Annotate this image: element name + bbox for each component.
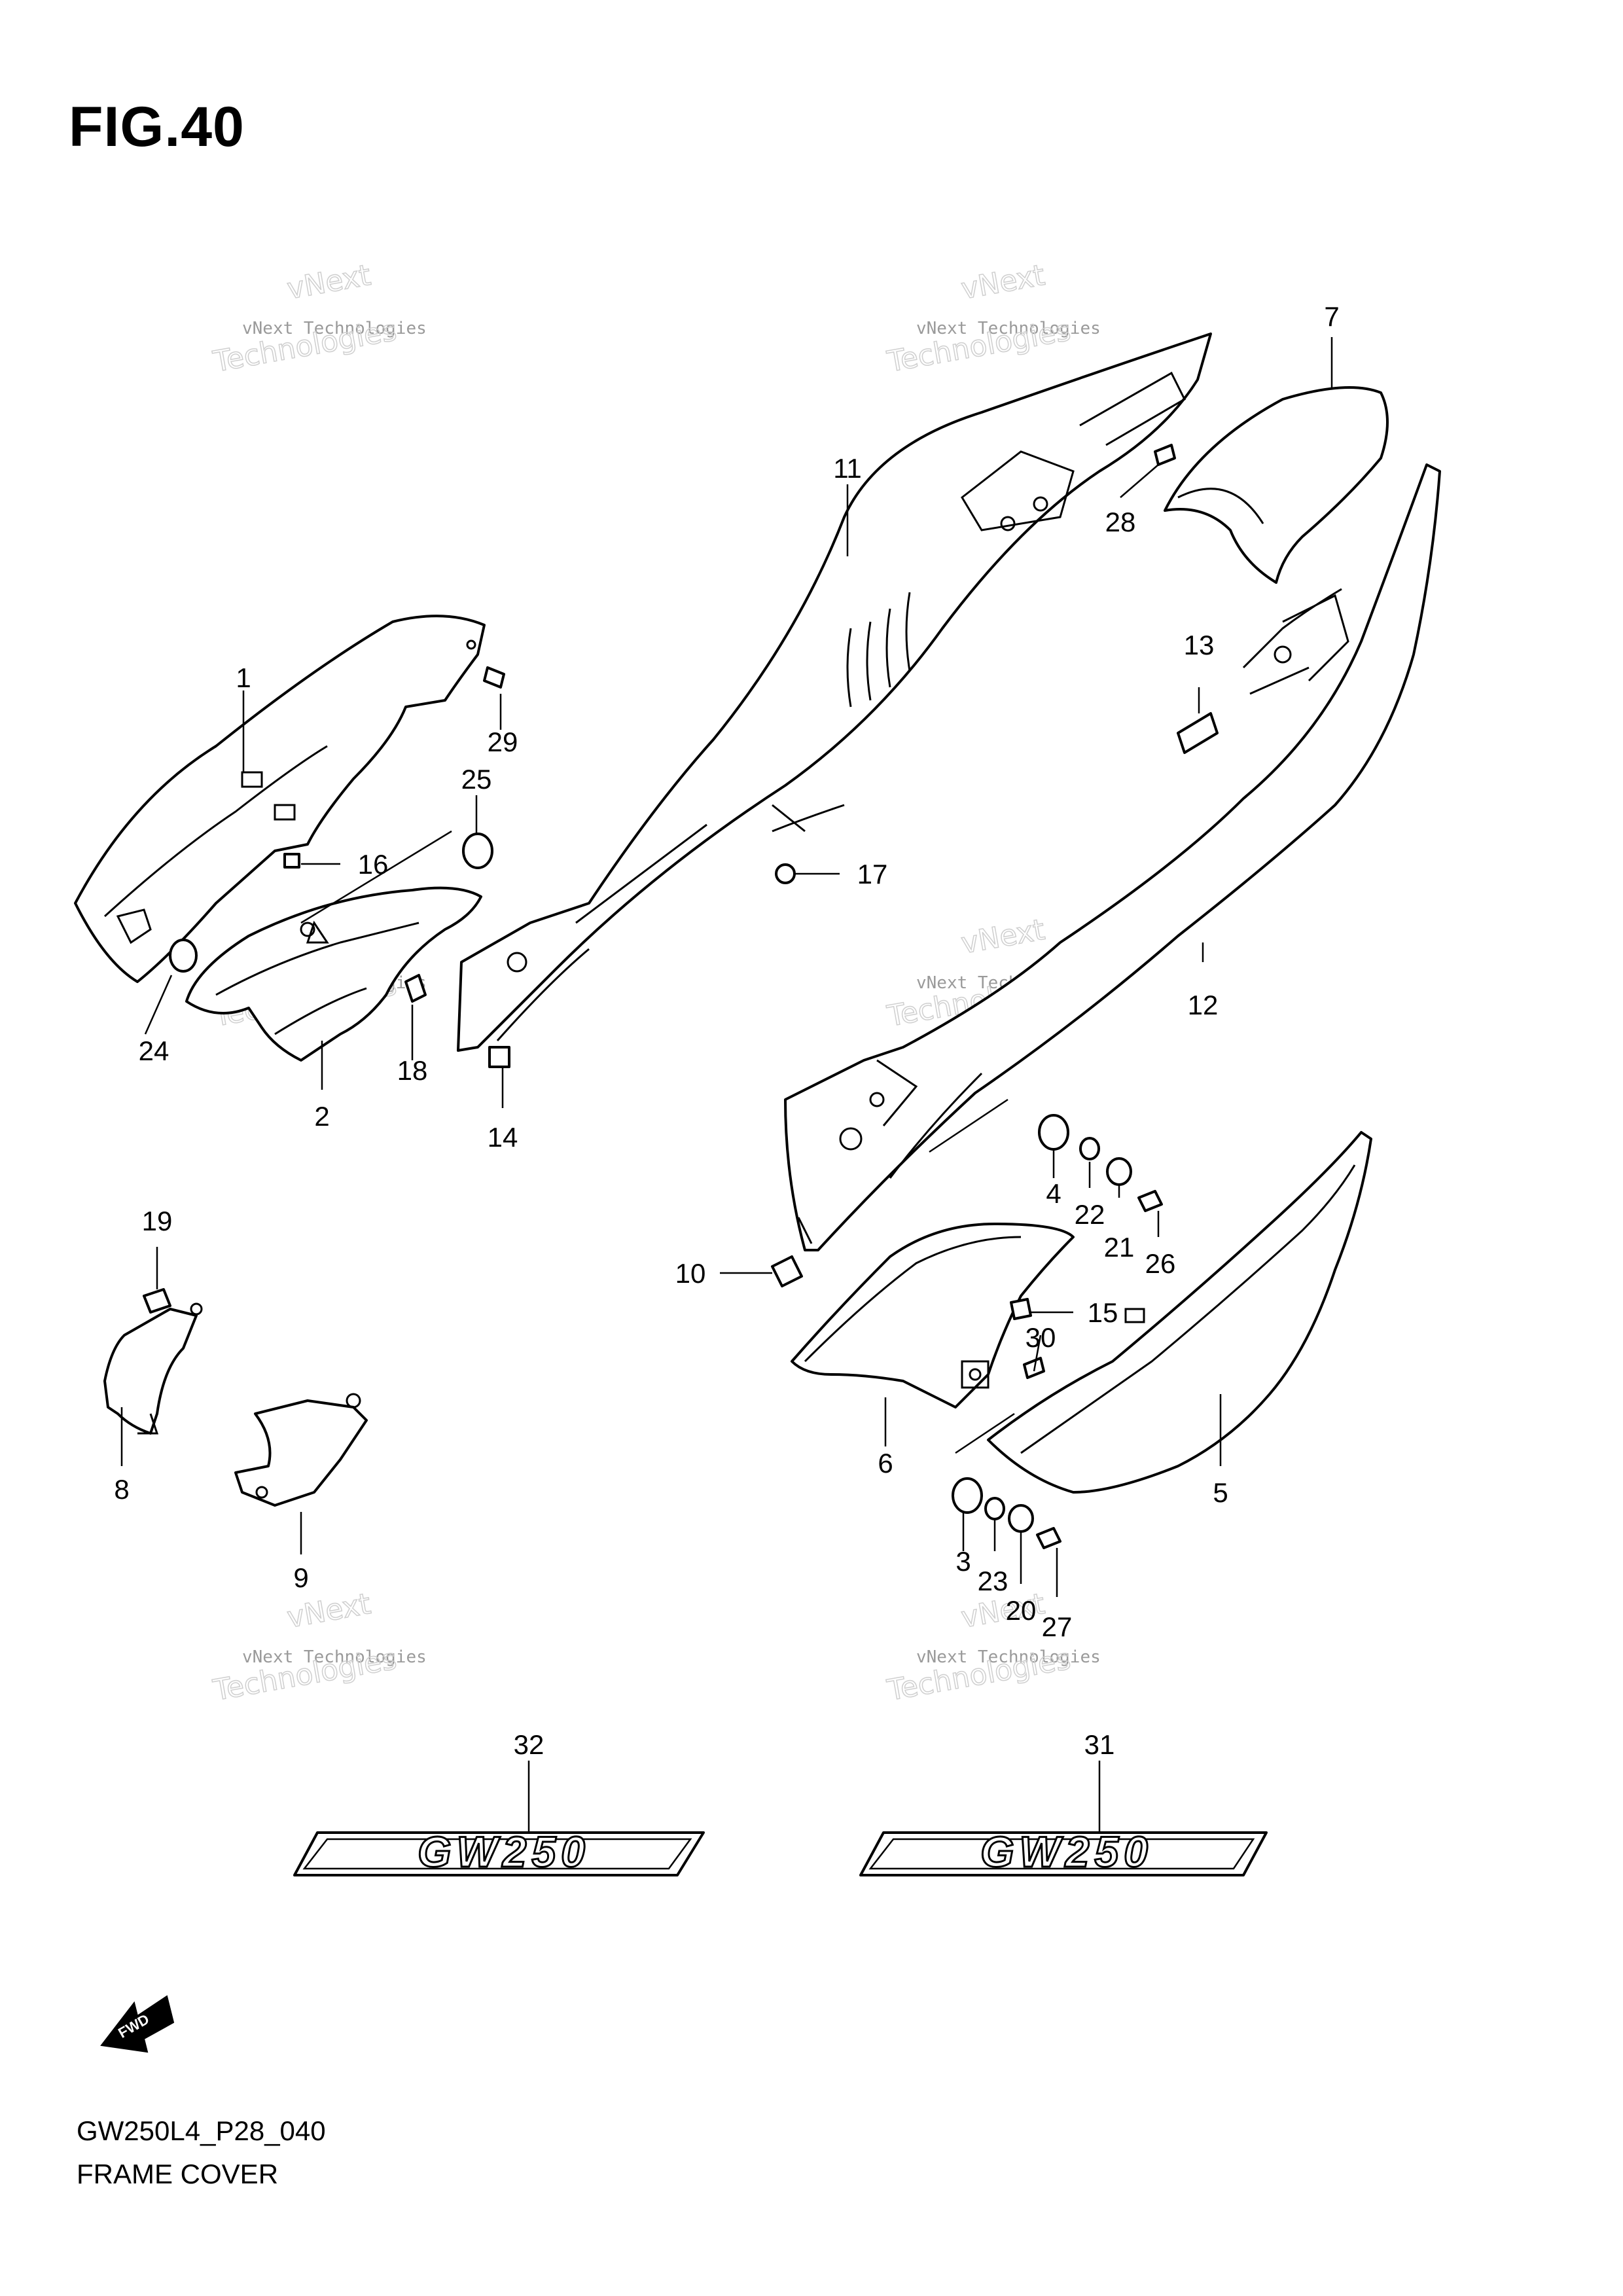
part-12-frame-cover-right xyxy=(784,463,1441,1251)
figure-title: FIG.40 xyxy=(69,96,245,158)
callout-17: 17 xyxy=(857,859,888,889)
callout-15: 15 xyxy=(1088,1297,1118,1328)
part-06-under-cover xyxy=(791,1223,1075,1408)
callout-7: 7 xyxy=(1324,301,1339,332)
part-07-tail-cover xyxy=(1164,386,1389,584)
callout-26: 26 xyxy=(1145,1248,1176,1279)
nut-16 xyxy=(283,853,300,869)
watermark-text: vNext xyxy=(959,259,1047,306)
callout-22: 22 xyxy=(1075,1199,1105,1230)
grommet-24 xyxy=(169,939,198,973)
section-name: FRAME COVER xyxy=(77,2159,279,2189)
grommet-3 xyxy=(952,1477,983,1514)
forward-arrow-icon: FWD xyxy=(100,1995,175,2053)
callout-24: 24 xyxy=(139,1035,169,1066)
callout-4: 4 xyxy=(1046,1178,1061,1209)
screw-28 xyxy=(1154,444,1176,466)
watermark-text: vNext Technologies xyxy=(916,1647,1101,1667)
callout-23: 23 xyxy=(978,1566,1008,1596)
nut-14 xyxy=(488,1046,510,1068)
watermark-text: vNext xyxy=(959,913,1047,961)
callout-labels: 1 2 3 4 5 6 7 8 9 10 11 12 13 14 15 16 1… xyxy=(114,301,1339,1760)
callout-21: 21 xyxy=(1104,1232,1135,1263)
nut-10 xyxy=(771,1255,803,1287)
part-11-frame-cover-left xyxy=(457,332,1212,1052)
callout-16: 16 xyxy=(358,849,389,880)
grommet-25 xyxy=(462,833,493,869)
callout-9: 9 xyxy=(293,1562,308,1593)
watermark-text: vNext xyxy=(285,259,373,306)
collar-23 xyxy=(984,1497,1005,1520)
callout-20: 20 xyxy=(1006,1595,1037,1626)
callout-8: 8 xyxy=(114,1474,129,1505)
callout-32: 32 xyxy=(514,1729,544,1760)
callout-28: 28 xyxy=(1105,507,1136,537)
collar-22 xyxy=(1079,1137,1100,1160)
callout-6: 6 xyxy=(878,1448,893,1479)
callout-31: 31 xyxy=(1084,1729,1115,1760)
hardware-parts xyxy=(143,444,1219,1549)
bolt-26 xyxy=(1137,1190,1163,1212)
part-08-bracket xyxy=(103,1302,203,1435)
decal-31: GW250 xyxy=(859,1827,1268,1877)
nut-13 xyxy=(1177,712,1219,754)
nut-15 xyxy=(1010,1298,1032,1320)
callout-14: 14 xyxy=(488,1122,518,1153)
decal-32-text: GW250 xyxy=(418,1827,590,1876)
decal-32: GW250 xyxy=(293,1827,705,1877)
clip-17 xyxy=(775,863,796,884)
bolt-19 xyxy=(143,1288,171,1314)
clip-18 xyxy=(404,974,427,1003)
watermark-text: vNext Technologies xyxy=(916,319,1101,338)
decal-31-text: GW250 xyxy=(980,1827,1153,1876)
callout-19: 19 xyxy=(142,1206,173,1236)
part-05-side-cover-right xyxy=(987,1131,1372,1494)
part-02-frame-cover-lower xyxy=(185,886,482,1062)
callout-11: 11 xyxy=(833,453,862,484)
callout-2: 2 xyxy=(314,1101,329,1132)
callout-12: 12 xyxy=(1188,990,1219,1020)
callout-29: 29 xyxy=(488,726,518,757)
callout-30: 30 xyxy=(1026,1322,1056,1353)
callout-10: 10 xyxy=(675,1258,706,1289)
callout-25: 25 xyxy=(461,764,492,795)
watermark-text: vNext xyxy=(285,1587,373,1635)
bolt-27 xyxy=(1036,1527,1061,1549)
diagram-code: GW250L4_P28_040 xyxy=(77,2115,326,2146)
leader-lines xyxy=(120,337,1333,1833)
callout-18: 18 xyxy=(397,1055,428,1086)
callout-13: 13 xyxy=(1184,630,1215,660)
washer-21 xyxy=(1106,1157,1132,1186)
callout-1: 1 xyxy=(236,662,251,693)
callout-3: 3 xyxy=(955,1546,971,1577)
callout-5: 5 xyxy=(1213,1477,1228,1508)
grommet-4 xyxy=(1038,1114,1069,1151)
watermark-text: vNext Technologies xyxy=(242,319,427,338)
screw-29 xyxy=(483,666,505,689)
watermark-text: vNext Technologies xyxy=(242,1647,427,1667)
part-09-bracket xyxy=(234,1393,368,1507)
washer-20 xyxy=(1008,1504,1034,1533)
callout-27: 27 xyxy=(1042,1611,1073,1642)
part-01-side-cover-upper xyxy=(74,615,486,983)
